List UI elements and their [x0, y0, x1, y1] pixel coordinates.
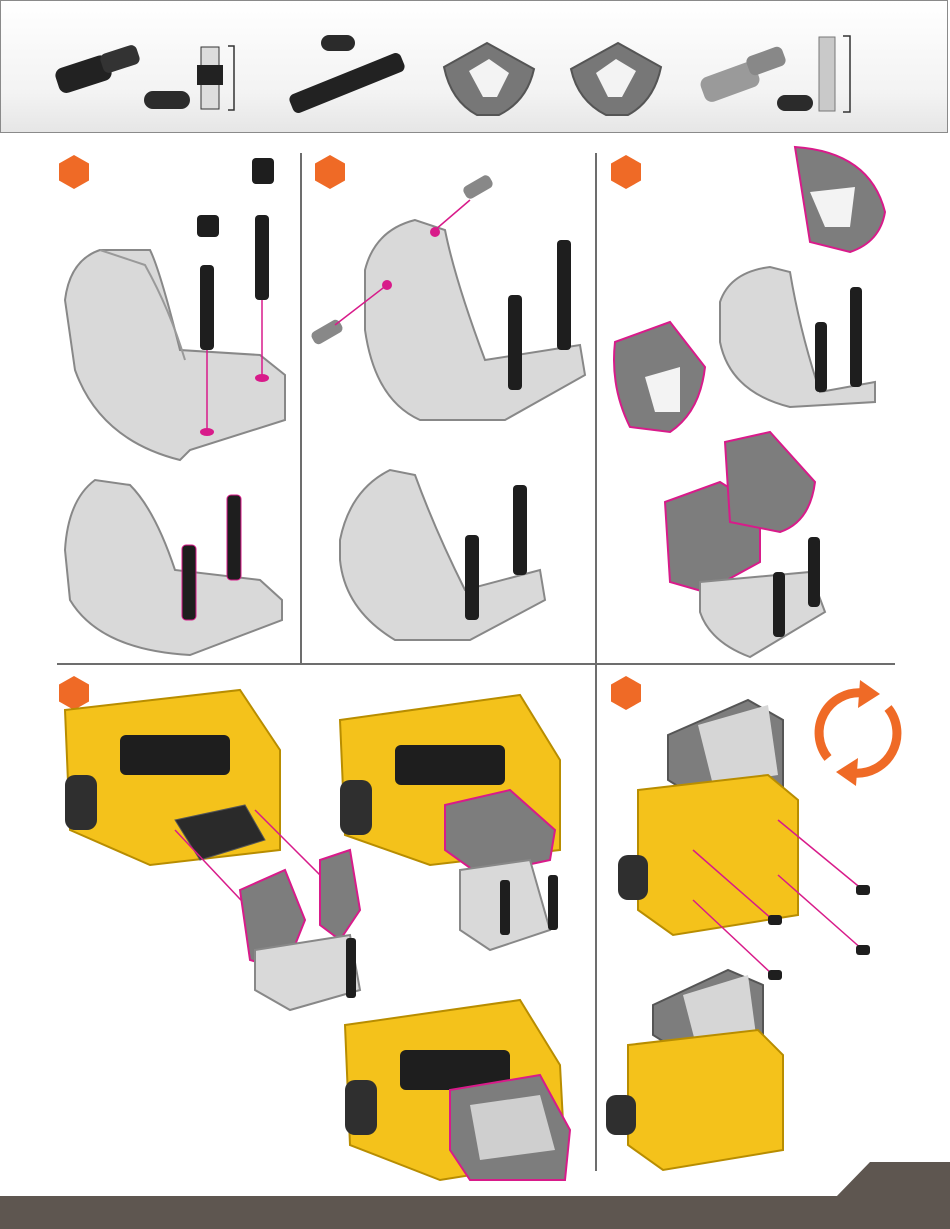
- parts-bar: [0, 0, 948, 133]
- step3-illustration: [610, 142, 895, 662]
- footer-bar: [0, 1196, 950, 1229]
- page-number-tab: [835, 1162, 950, 1198]
- black-short-axle-icon: [56, 41, 246, 116]
- step4-illustration: [60, 680, 590, 1190]
- panel-divider: [57, 663, 895, 665]
- black-long-axle-icon: [281, 31, 411, 116]
- step1-illustration: [60, 150, 295, 655]
- rotate-model-icon: [808, 678, 908, 788]
- panel-divider: [595, 153, 597, 1171]
- gray-triangle-panel-mirrored-icon: [566, 39, 666, 119]
- panel-divider: [300, 153, 302, 663]
- step2-illustration: [305, 160, 590, 655]
- gray-short-axle-icon: [701, 33, 861, 118]
- gray-triangle-panel-icon: [439, 39, 539, 119]
